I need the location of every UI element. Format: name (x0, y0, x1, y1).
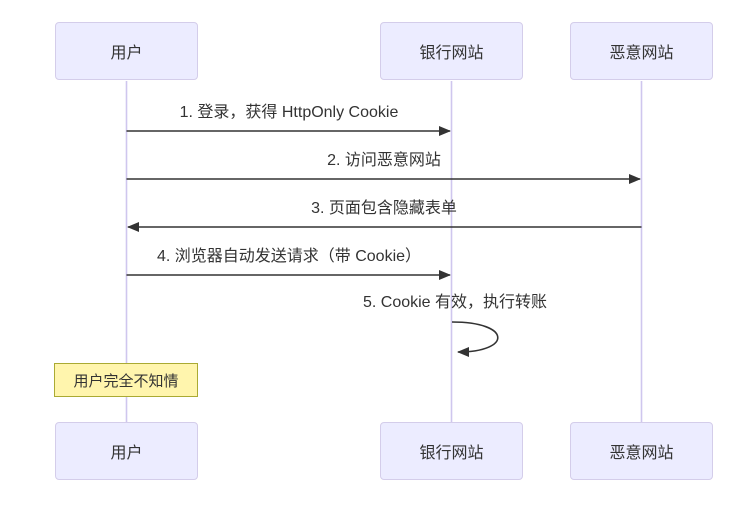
actor-top-bank: 银行网站 (380, 22, 523, 80)
note-user-unaware: 用户完全不知情 (54, 363, 198, 397)
actor-bottom-evil: 恶意网站 (570, 422, 713, 480)
actor-bottom-user: 用户 (55, 422, 198, 480)
message-3-label: 3. 页面包含隐藏表单 (311, 200, 457, 217)
actor-top-evil: 恶意网站 (570, 22, 713, 80)
actor-label: 恶意网站 (609, 445, 674, 462)
message-5-label: 5. Cookie 有效，执行转账 (362, 294, 548, 311)
note-label: 用户完全不知情 (73, 372, 179, 390)
actor-label: 银行网站 (419, 45, 484, 62)
actor-label: 恶意网站 (609, 45, 674, 62)
message-4-label: 4. 浏览器自动发送请求（带 Cookie） (156, 248, 422, 265)
message-1-label: 1. 登录，获得 HttpOnly Cookie (179, 104, 399, 121)
actor-top-user: 用户 (55, 22, 198, 80)
message-2-label: 2. 访问恶意网站 (327, 152, 441, 169)
actor-bottom-bank: 银行网站 (380, 422, 523, 480)
arrow-message-5-self-loop (451, 321, 499, 357)
actor-label: 用户 (110, 45, 143, 62)
actor-label: 用户 (110, 445, 143, 462)
actor-label: 银行网站 (419, 445, 484, 462)
